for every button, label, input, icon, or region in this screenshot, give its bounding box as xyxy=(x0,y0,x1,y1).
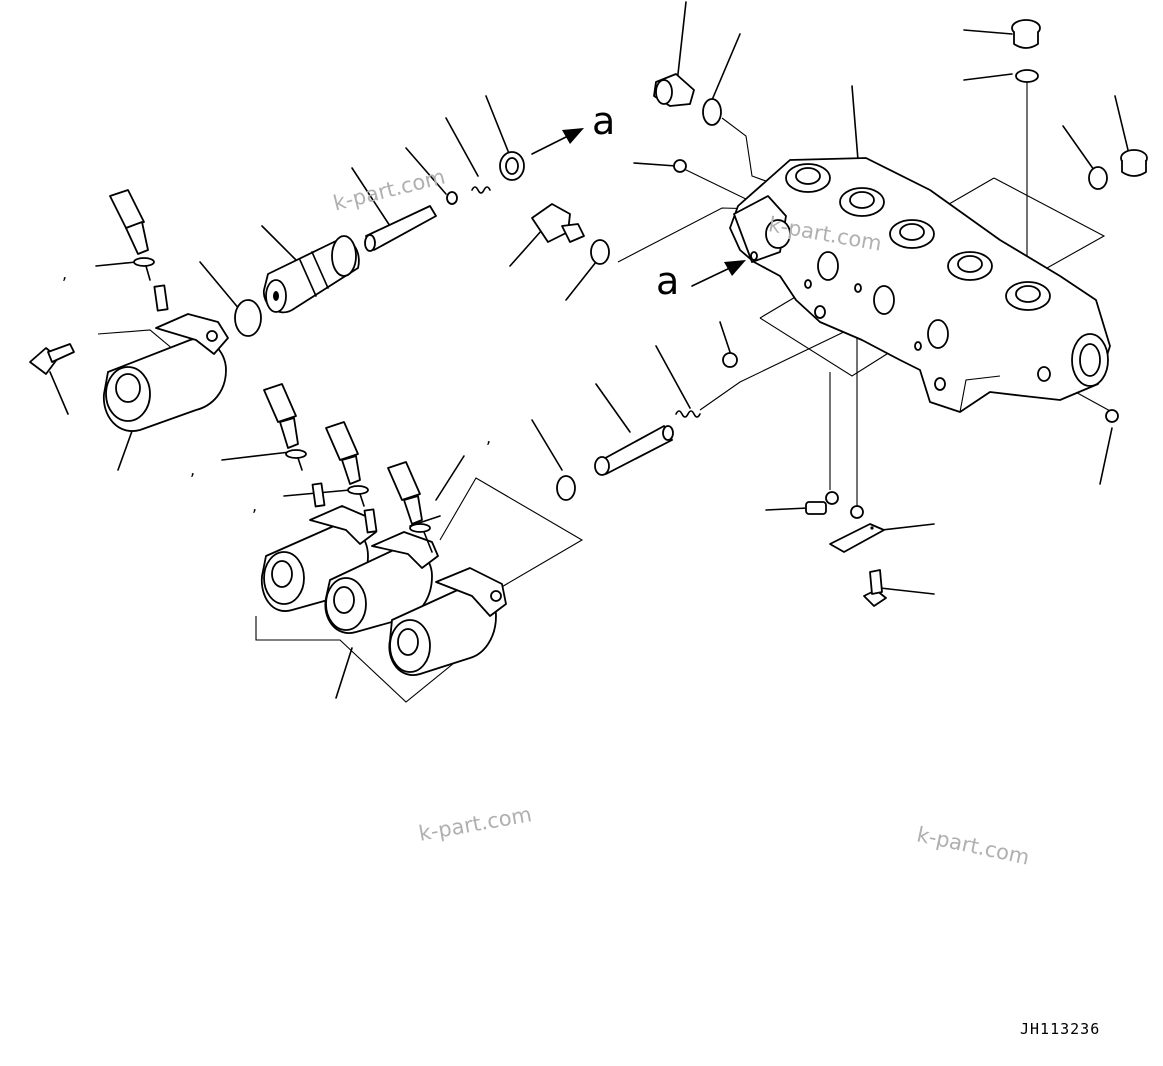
solenoid-lower-3 xyxy=(387,461,507,676)
small-ball-right xyxy=(1105,409,1119,423)
screw-lower xyxy=(863,569,887,607)
connector-rod-1 xyxy=(311,482,326,508)
plunger-top xyxy=(364,205,437,252)
o-ring-left xyxy=(590,239,610,265)
connector-rod-2 xyxy=(363,508,378,534)
small-ball-lower-2 xyxy=(850,505,864,519)
spring-top xyxy=(446,186,491,205)
washer-top xyxy=(499,151,525,181)
comma-mark-4: , xyxy=(486,428,492,447)
spool-top xyxy=(234,235,360,337)
small-ball-left xyxy=(722,352,738,368)
small-ball-lower-1 xyxy=(825,491,839,505)
reference-letter-side: a xyxy=(656,259,680,303)
o-ring-top-left xyxy=(702,98,722,126)
plug-top-right xyxy=(1011,19,1041,49)
arrow-top xyxy=(531,128,584,155)
o-ring-lower xyxy=(556,475,576,501)
comma-mark-2: , xyxy=(190,460,196,479)
o-ring-top-right xyxy=(1015,69,1039,83)
plug-top-left xyxy=(653,73,695,107)
small-ball-top xyxy=(673,159,687,173)
drawing-code: JH113236 xyxy=(1020,1020,1101,1038)
leader-lines xyxy=(49,1,1129,699)
pin-lower xyxy=(805,501,827,515)
o-ring-right xyxy=(1088,166,1108,190)
solenoid-lower-1 xyxy=(260,383,377,612)
comma-mark-3: , xyxy=(252,496,258,515)
solenoid-lower-2 xyxy=(324,421,439,634)
comma-mark-1: , xyxy=(62,264,68,283)
plug-right xyxy=(1120,149,1148,177)
plunger-lower xyxy=(594,425,674,476)
arrow-side xyxy=(691,260,746,287)
nameplate xyxy=(829,523,885,553)
spring-lower xyxy=(675,410,701,418)
valve-body xyxy=(729,157,1111,413)
solenoid-upper-left xyxy=(103,189,229,432)
reference-letter-top: a xyxy=(592,99,616,143)
bolt-left xyxy=(29,343,75,375)
plug-left xyxy=(531,203,585,243)
